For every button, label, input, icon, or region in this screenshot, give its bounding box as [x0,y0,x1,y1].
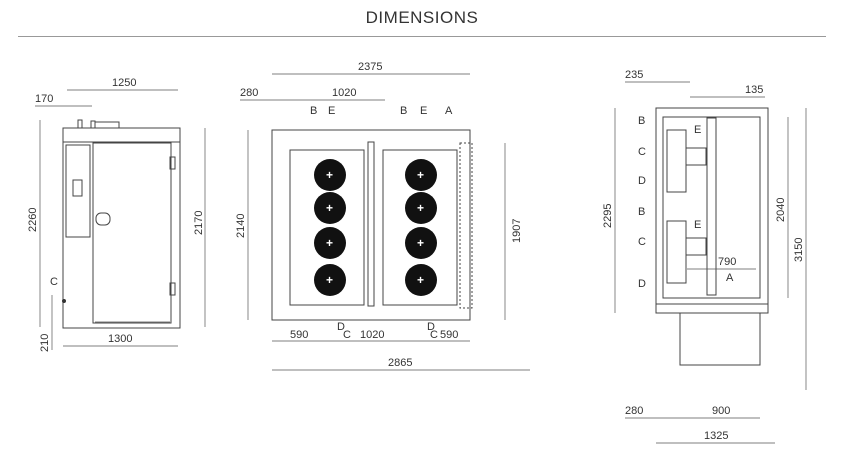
dim-1250: 1250 [112,77,136,89]
label-e: E [420,105,427,117]
fan-cross-icon: + [326,236,333,250]
dim-280: 280 [625,405,643,417]
page-title: DIMENSIONS [365,8,479,27]
dim-2865: 2865 [388,357,412,369]
label-b: B [400,105,407,117]
label-c: C [50,276,58,288]
side-body [271,129,471,321]
label-d: D [638,278,646,290]
dim-2140: 2140 [235,214,247,238]
label-e: E [328,105,335,117]
label-c: C [638,146,646,158]
top-outer [655,107,769,314]
dim-790: 790 [718,256,736,268]
right-panel [382,149,458,306]
fan-icon [314,192,346,224]
dim-2375: 2375 [358,61,382,73]
hinge-top [169,156,176,170]
label-b: B [638,206,645,218]
label-c: C [343,329,351,341]
fan-icon [405,264,437,296]
handle-icon [95,212,111,226]
label-e: E [694,219,701,231]
fan-cross-icon: + [326,273,333,287]
fan-cross-icon: + [326,168,333,182]
dim-900: 900 [712,405,730,417]
title-divider [18,36,826,37]
center-column [367,141,375,307]
label-d: D [638,175,646,187]
dim-135: 135 [745,84,763,96]
fan-icon [405,227,437,259]
fan-cross-icon: + [417,201,424,215]
top-view: 2295 2040 3150 235 135 790 B C D E B C D… [602,69,807,444]
fan-icon [314,264,346,296]
dim-1020-top: 1020 [332,87,356,99]
dim-170: 170 [35,93,53,105]
dim-2170: 2170 [193,211,205,235]
control-panel [65,144,91,238]
dim-1020-bottom: 1020 [360,329,384,341]
label-b: B [310,105,317,117]
top-inner [662,116,761,299]
label-c: C [638,236,646,248]
dim-3150: 3150 [793,238,805,262]
label-a: A [445,105,453,117]
dim-235: 235 [625,69,643,81]
fan-cross-icon: + [417,168,424,182]
label-c: C [430,329,438,341]
side-view: + + + + + + + + 2375 280 1020 B E B E A 2140 19… [235,61,530,371]
label-b: B [638,115,645,127]
hinge-bottom [169,282,176,296]
front-view: 1250 170 2260 2170 210 1300 C [27,77,206,352]
label-d: D [427,321,435,333]
dim-1300: 1300 [108,333,132,345]
fan-cross-icon: + [326,201,333,215]
front-body [62,127,181,329]
label-a: A [726,272,734,284]
fan-icon [405,159,437,191]
fan-icon [405,192,437,224]
left-panel [289,149,365,306]
dim-210: 210 [39,334,51,352]
dim-1907: 1907 [511,219,523,243]
dim-280: 280 [240,87,258,99]
bottom-hatch-box [679,312,761,366]
dim-2040: 2040 [775,198,787,222]
dim-1325: 1325 [704,430,728,442]
display-icon [72,179,83,197]
dim-2295: 2295 [602,204,614,228]
label-d: D [337,321,345,333]
dim-2260: 2260 [27,208,39,232]
door-hatch [459,142,473,309]
fan-cross-icon: + [417,273,424,287]
door [92,142,172,324]
label-e: E [694,124,701,136]
dim-590-right: 590 [440,329,458,341]
fan-cross-icon: + [417,236,424,250]
fan-icon [314,227,346,259]
dim-590-left: 590 [290,329,308,341]
fan-icon [314,159,346,191]
